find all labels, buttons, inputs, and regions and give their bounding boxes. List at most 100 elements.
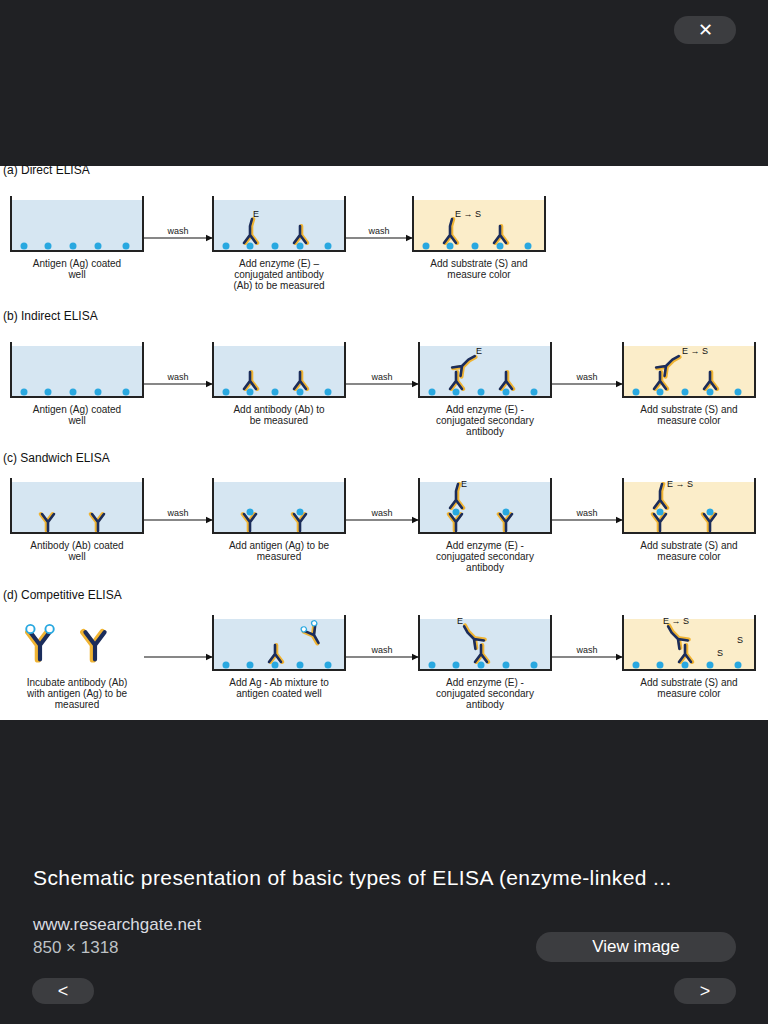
well-contents [429,623,538,669]
antibody [500,372,513,389]
bound-antigen [45,625,53,633]
antigen-dot [123,243,130,250]
antigen-dot [503,662,510,669]
step-caption: Add enzyme (E) – conjugated antibody (Ab… [227,258,331,291]
section-title: (b) Indirect ELISA [3,309,98,323]
enzyme-letter: E [253,209,259,219]
antibody [452,350,478,376]
button-label: View image [592,937,680,957]
step-caption: Add enzyme (E) - conjugated secondary an… [433,540,537,573]
close-button: ✕ [674,16,736,44]
antibody-body [704,372,716,389]
well-outline [413,196,545,251]
antibody-body [450,484,462,508]
step-caption: Add antigen (Ag) to be measured [227,540,331,562]
assay-well: Add enzyme (E) - conjugated secondary an… [418,478,552,573]
well-outline [11,196,143,251]
antibody-body [500,372,512,389]
antibody-body [85,632,104,659]
antibody-body [654,514,666,531]
well-drawing [418,342,552,398]
reaction-label: E → S [663,616,689,626]
well-contents [243,509,306,532]
antigen-dot [325,243,332,250]
step-caption: Add enzyme (E) - conjugated secondary an… [433,677,537,710]
antigen-dot [223,389,230,396]
well-outline [623,342,755,397]
bound-antigen [300,626,307,633]
antigen-dot [223,662,230,669]
assay-well: Antigen (Ag) coated well [10,196,144,280]
antibody-body [244,219,256,243]
wash-arrow [552,519,622,520]
antibody-body [458,623,483,648]
step-caption: Add substrate (S) and measure color [637,404,741,426]
well-liquid [420,482,550,532]
well-contents [41,514,104,531]
antibody [444,219,457,243]
image-caption: Schematic presentation of basic types of… [33,866,672,890]
antigen-dot [247,662,254,669]
bound-antigen [311,620,318,627]
antibody [243,514,256,531]
well-drawing [212,342,346,398]
antigen-dot [247,389,254,396]
antibody-body [656,350,681,375]
antigen-dot [707,509,714,516]
step-label: wash [371,645,392,655]
antigen-dot [95,243,102,250]
antigen-dot [45,389,52,396]
antigen-dot [429,662,436,669]
well-outline [213,615,345,670]
antigen-dot [272,662,279,669]
antibody [458,623,484,649]
button-label: > [700,981,711,1002]
step-caption: Add Ag - Ab mixture to antigen coated we… [227,677,331,699]
well-drawing [10,342,144,398]
well-liquid [214,482,344,532]
well-outline [213,478,345,533]
antigen-dot [70,243,77,250]
button-label: ✕ [698,19,713,41]
antigen-dot [21,243,28,250]
wash-arrow [144,656,212,657]
antibody [704,372,717,389]
step-label: wash [167,226,188,236]
antigen-dot [503,509,510,516]
antibody [83,632,104,659]
antigen-dot [95,389,102,396]
assay-well: Add substrate (S) and measure color [622,615,756,699]
assay-well: Antigen (Ag) coated well [10,342,144,426]
step-caption: Antigen (Ag) coated well [25,258,129,280]
step-caption: Antibody (Ab) coated well [25,540,129,562]
antigen-dot [21,389,28,396]
well-liquid [624,619,754,669]
antigen-dot [45,243,52,250]
antigen-dot [657,509,664,516]
antigen-dot [657,662,664,669]
antigen-dot [735,662,742,669]
antibody [293,514,306,531]
assay-well: Add antibody (Ab) to be measured [212,342,346,426]
antigen-dot [247,509,254,516]
antibody [499,514,512,531]
substrate-letter: S [737,635,743,645]
antigen-dot [272,389,279,396]
antigen-dot [682,389,689,396]
wash-arrow [346,237,412,238]
reaction-label: E → S [682,346,708,356]
antigen-dot [325,389,332,396]
well-outline [419,478,551,533]
assay-well: Add Ag - Ab mixture to antigen coated we… [212,615,346,699]
antibody-body [269,645,281,662]
antigen-dot [453,389,460,396]
well-liquid [624,482,754,532]
antigen-dot [633,662,640,669]
well-liquid [12,482,142,532]
antibody [449,514,462,531]
antibody-body [450,514,462,531]
step-caption: Add substrate (S) and measure color [637,540,741,562]
well-contents [423,219,532,250]
antigen-dot [447,243,454,250]
